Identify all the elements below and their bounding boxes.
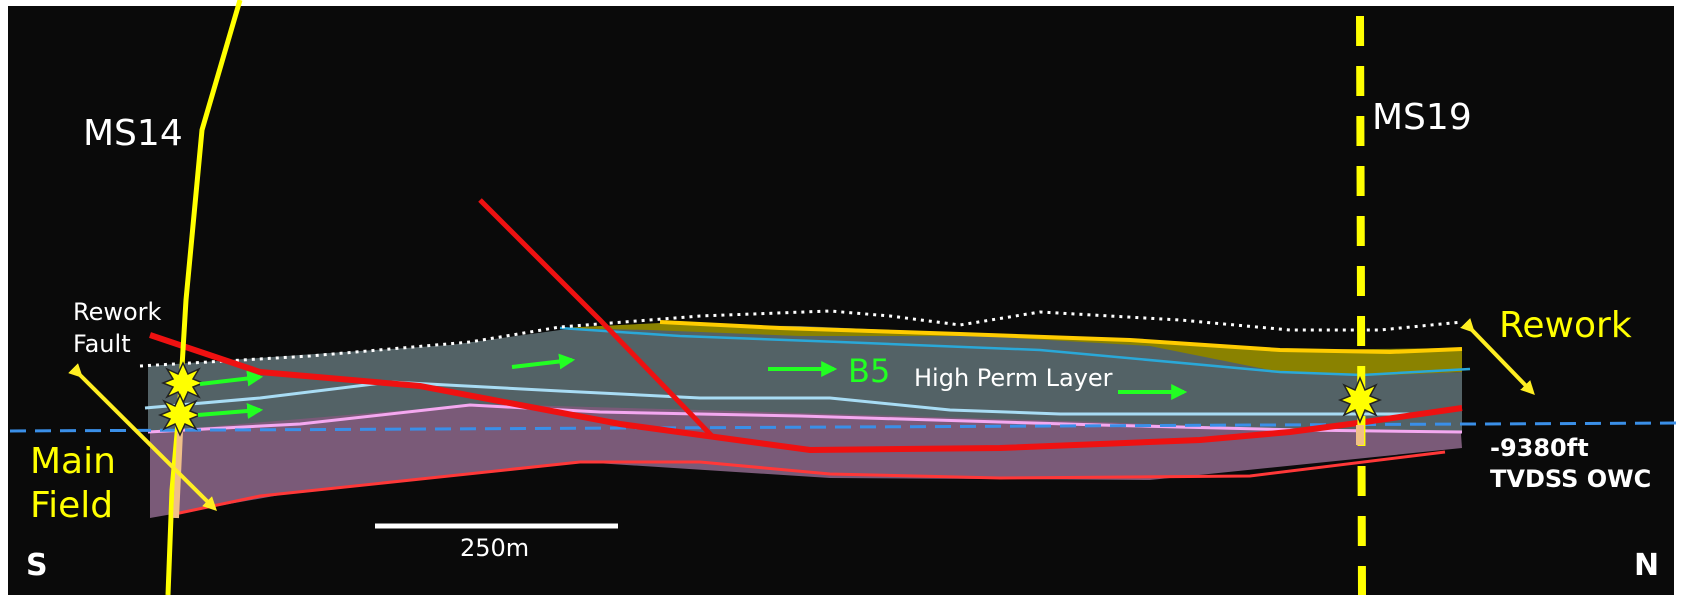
base-horizon-line — [169, 450, 1446, 517]
well-ms19-trajectory — [1356, 15, 1366, 595]
main-field-double-arrow — [68, 363, 217, 511]
owc-label-line2: TVDSS OWC — [1490, 465, 1652, 493]
flow-arrow-3 — [511, 353, 576, 370]
perforation-starburst-3 — [1337, 376, 1383, 424]
owc-line — [9, 421, 1682, 433]
high-perm-layer-label: High Perm Layer — [914, 364, 1113, 392]
north-label: N — [1634, 548, 1660, 583]
rework-fault-label-line2: Fault — [73, 330, 131, 358]
rework-zone — [560, 322, 1462, 376]
fault-steep — [478, 198, 714, 438]
well-ms14-label: MS14 — [83, 113, 183, 154]
main-field-label-line1: Main — [30, 441, 116, 482]
rework-double-arrow — [1460, 318, 1535, 396]
rework-top-line — [659, 320, 1463, 355]
scale-bar-label: 250m — [460, 534, 530, 562]
diagram-panel — [8, 6, 1674, 595]
top-surface-dotted — [139, 309, 1463, 368]
rework-label: Rework — [1499, 305, 1632, 346]
well-ms19-label: MS19 — [1372, 97, 1472, 138]
pink-horizon-line — [147, 403, 1463, 434]
fault-rework — [149, 332, 1463, 454]
rework-fault-label-line1: Rework — [73, 298, 162, 326]
main-field-label-line2: Field — [30, 485, 114, 526]
upper-reservoir-zone — [148, 325, 1462, 432]
high-perm-layer-line — [144, 380, 1410, 416]
owc-label-line1: -9380ft — [1490, 434, 1589, 462]
b5-label: B5 — [848, 352, 891, 390]
south-label: S — [26, 548, 48, 583]
